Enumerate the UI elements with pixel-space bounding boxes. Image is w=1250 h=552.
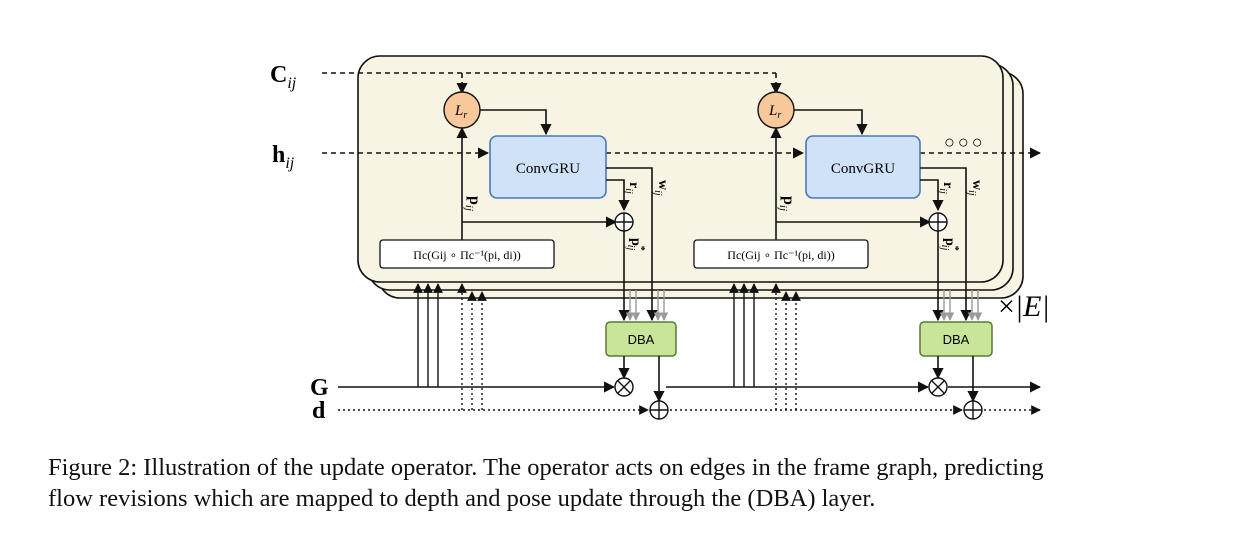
dba-label-1: DBA bbox=[628, 332, 655, 347]
repeat-label: ×|E| bbox=[998, 290, 1050, 323]
signal-pstar-label-2: p*ij bbox=[939, 238, 960, 251]
signal-r-label-2: rij bbox=[937, 182, 955, 194]
correlation-input-line bbox=[322, 72, 782, 95]
dba-label-2: DBA bbox=[943, 332, 970, 347]
signal-p-label-1: pij bbox=[463, 196, 483, 211]
signal-w-label-1: wij bbox=[652, 180, 670, 196]
input-label-g: G bbox=[310, 375, 329, 401]
caption-line-1: Figure 2: Illustration of the update ope… bbox=[48, 454, 1044, 481]
caption-line-2: flow revisions which are mapped to depth… bbox=[48, 485, 876, 512]
convgru-box-1 bbox=[489, 135, 607, 199]
update-operator-diagram: Cij hij G d ○○○ bbox=[270, 55, 1050, 424]
convgru-label-2: ConvGRU bbox=[831, 161, 895, 177]
figure-caption: Figure 2: Illustration of the update ope… bbox=[48, 452, 1238, 514]
update-block-1: Πc(Gij ∘ Πc⁻¹(pi, di)) pij Lr ConvGRU ri… bbox=[379, 91, 677, 420]
signal-w-label-2: wij bbox=[966, 180, 984, 196]
signal-pstar-label-1: p*ij bbox=[625, 238, 646, 251]
dba-box-2 bbox=[919, 321, 993, 357]
input-label-h: hij bbox=[272, 142, 295, 172]
update-block-2: Πc(Gij ∘ Πc⁻¹(pi, di)) pij Lr ConvGRU ri… bbox=[693, 91, 993, 420]
continuation-dots: ○○○ bbox=[944, 132, 986, 152]
projection-box-2 bbox=[693, 239, 869, 269]
lookup-label-2: Lr bbox=[768, 103, 781, 121]
projection-box-1 bbox=[379, 239, 555, 269]
convgru-label-1: ConvGRU bbox=[516, 161, 580, 177]
signal-r-label-1: rij bbox=[623, 182, 641, 194]
projection-label-2: Πc(Gij ∘ Πc⁻¹(pi, di)) bbox=[727, 248, 834, 262]
lookup-label-1: Lr bbox=[454, 103, 467, 121]
input-label-d: d bbox=[312, 398, 326, 424]
dba-box-1 bbox=[605, 321, 677, 357]
projection-label-1: Πc(Gij ∘ Πc⁻¹(pi, di)) bbox=[413, 248, 520, 262]
input-label-c: Cij bbox=[270, 62, 297, 92]
panel-front bbox=[357, 55, 1004, 283]
signal-p-label-2: pij bbox=[777, 196, 797, 211]
convgru-box-2 bbox=[805, 135, 921, 199]
